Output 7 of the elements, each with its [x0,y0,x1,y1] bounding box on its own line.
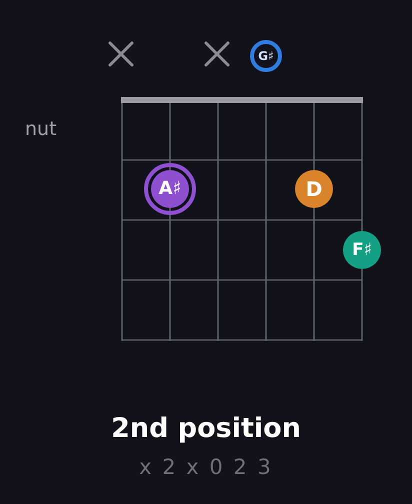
note-dot: D [295,170,333,208]
note-dot: F♯ [343,231,381,269]
root-note-dot: A♯ [144,163,196,215]
nut-label: nut [25,118,57,141]
open-string-marker: G♯ [250,40,282,72]
fret-numbers: x 2 x 0 2 3 [139,455,273,480]
chord-title: 2nd position [111,412,301,446]
